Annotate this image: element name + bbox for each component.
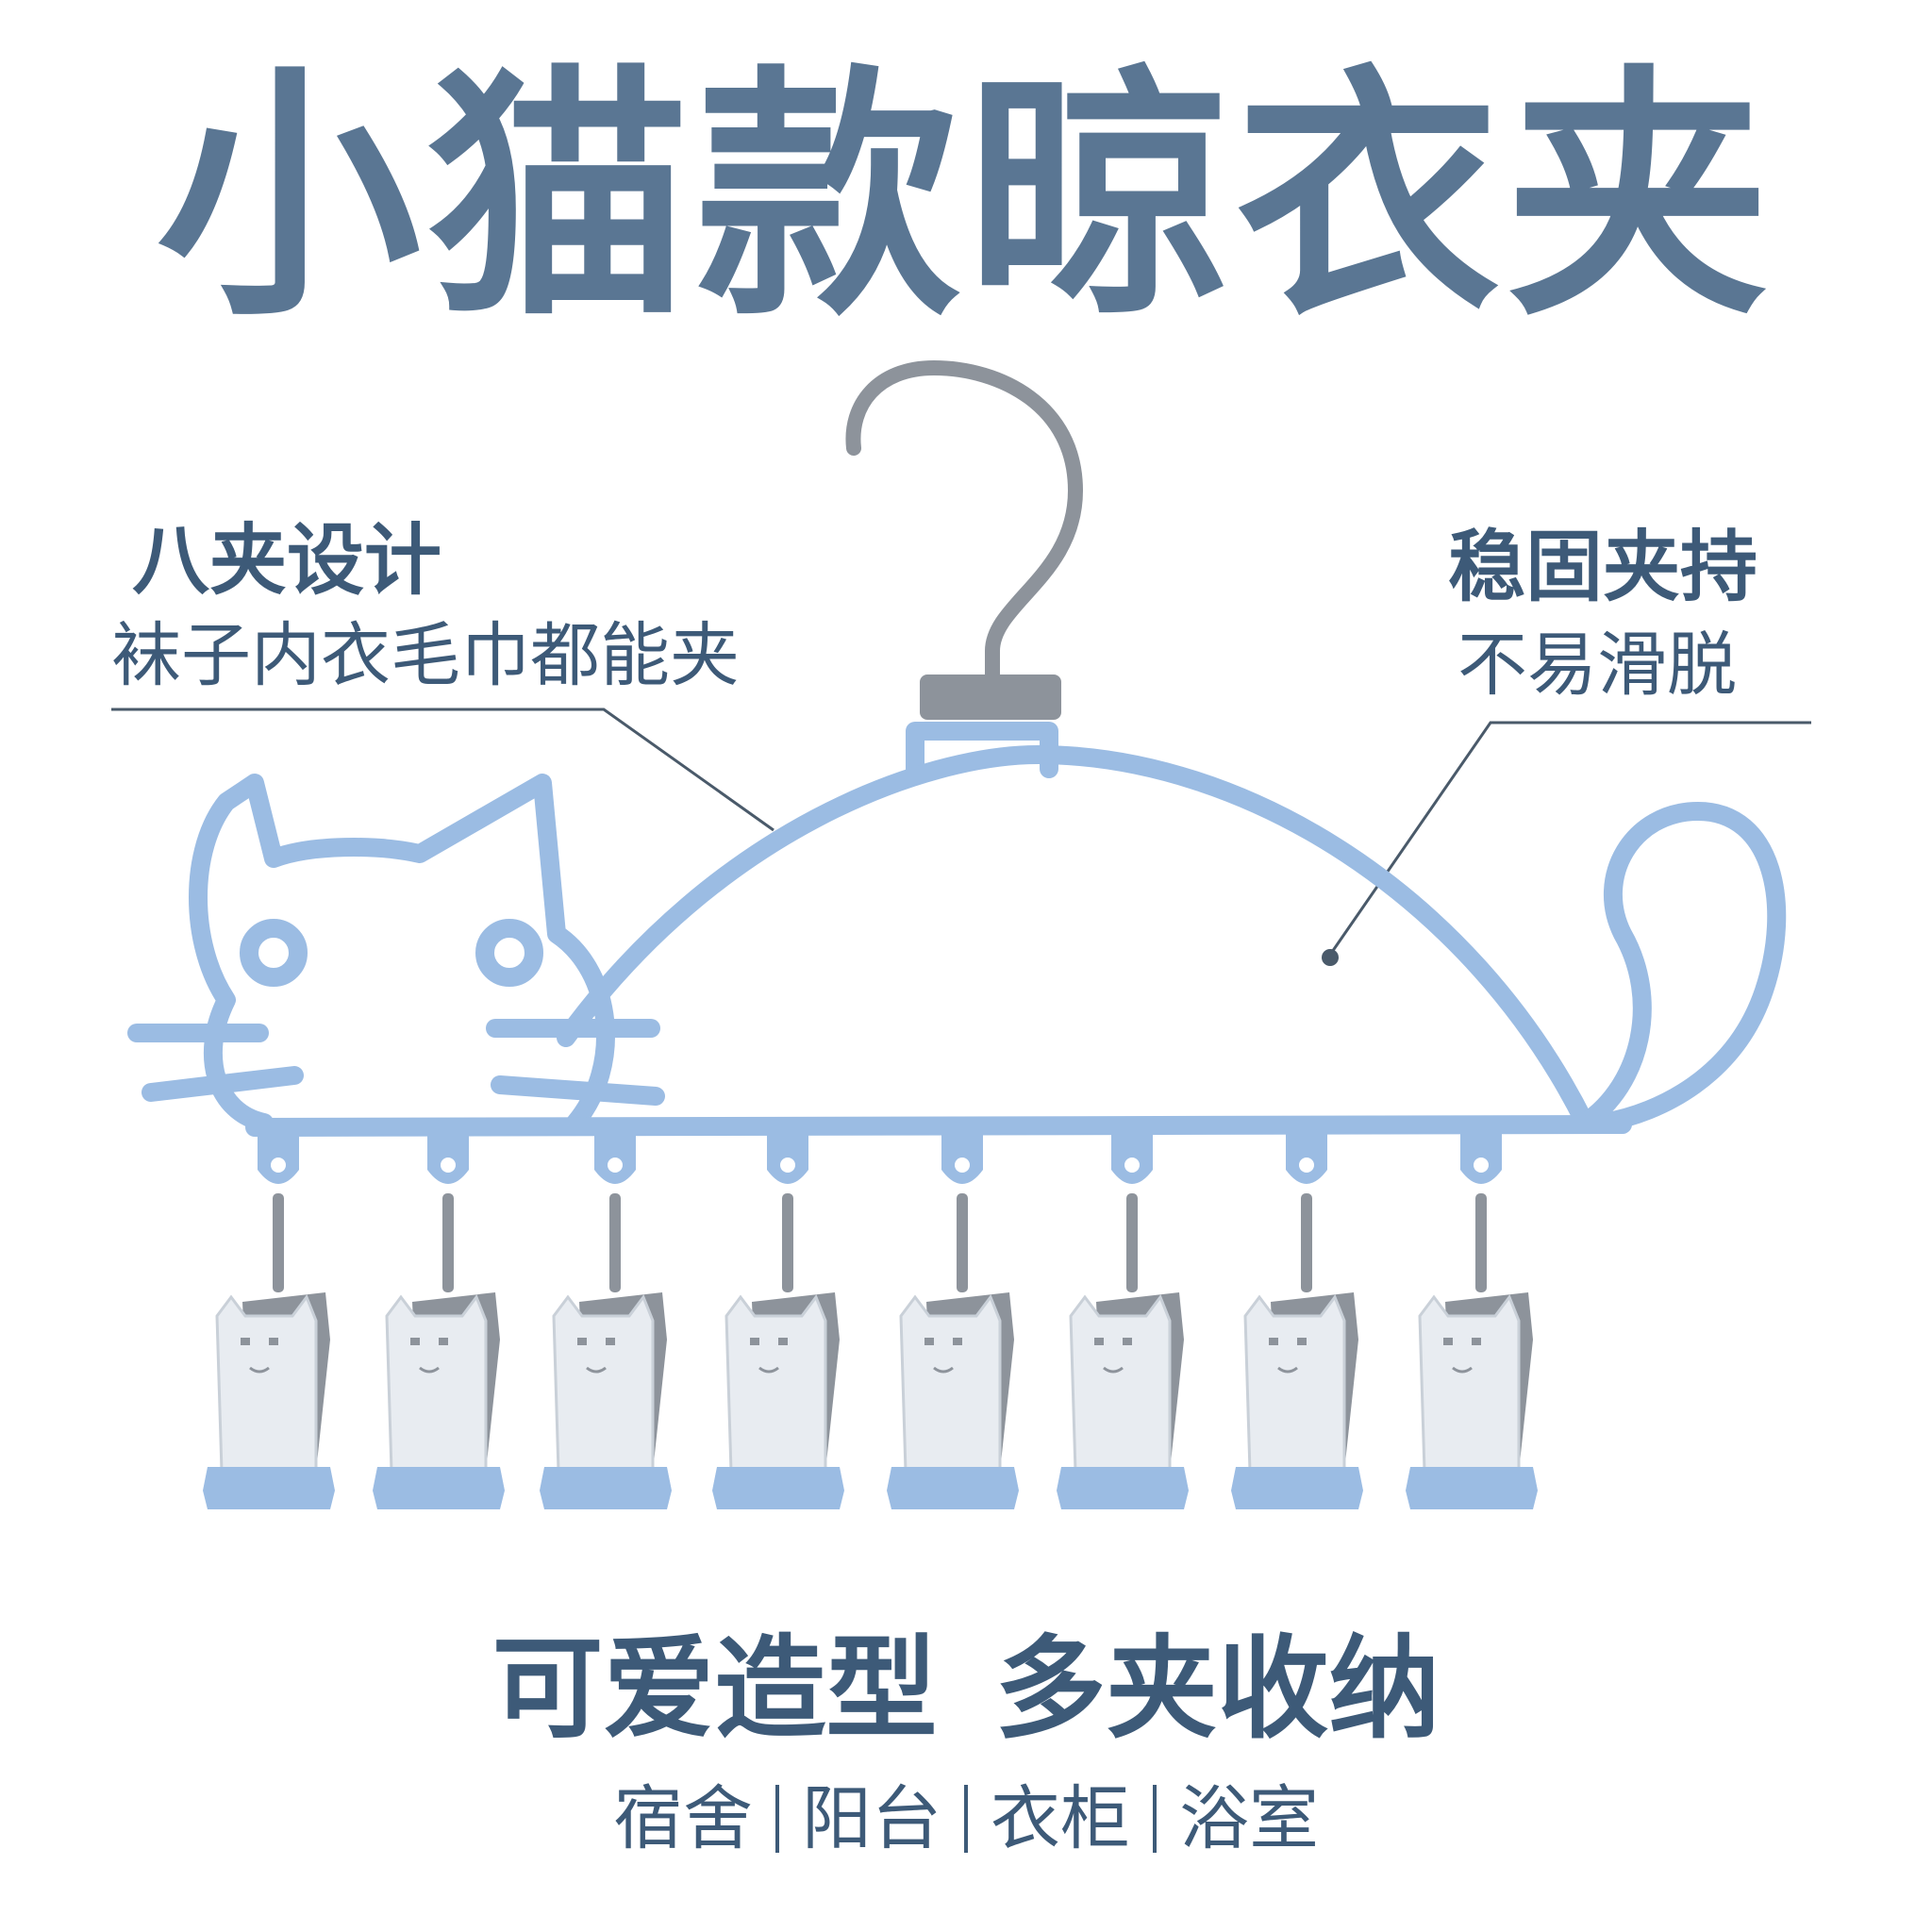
feature-right-subtitle: 不易滑脱 [1457, 625, 1737, 706]
clip-icon [373, 1132, 505, 1509]
clip-icon [887, 1132, 1019, 1509]
scene-dorm: 宿舍 [613, 1778, 753, 1859]
scene-list: 宿舍 阳台 衣柜 浴室 [0, 1772, 1932, 1866]
feature-left-subtitle: 袜子内衣毛巾都能夹 [111, 615, 740, 696]
clip-icon [712, 1132, 844, 1509]
feature-left-title: 八夹设计 [132, 516, 442, 606]
scene-balcony: 阳台 [802, 1778, 941, 1859]
cat-hanger-frame [127, 722, 1787, 1137]
callout-lines [111, 708, 1811, 966]
clip-icon [540, 1132, 672, 1509]
clip-icon [203, 1132, 335, 1509]
separator [1153, 1785, 1157, 1853]
scene-wardrobe: 衣柜 [991, 1778, 1130, 1859]
separator [964, 1785, 968, 1853]
hook-icon [845, 359, 1084, 720]
separator [775, 1785, 779, 1853]
feature-right-title: 稳固夹持 [1448, 523, 1758, 612]
product-title: 小猫款晾衣夹 [157, 44, 1775, 352]
scene-bathroom: 浴室 [1179, 1778, 1319, 1859]
slogan: 可爱造型 多夹收纳 [491, 1624, 1441, 1754]
clip-icon [1231, 1132, 1363, 1509]
clip-icon [1057, 1132, 1189, 1509]
clip-icon [1406, 1132, 1538, 1509]
clip-row [203, 1132, 1538, 1509]
